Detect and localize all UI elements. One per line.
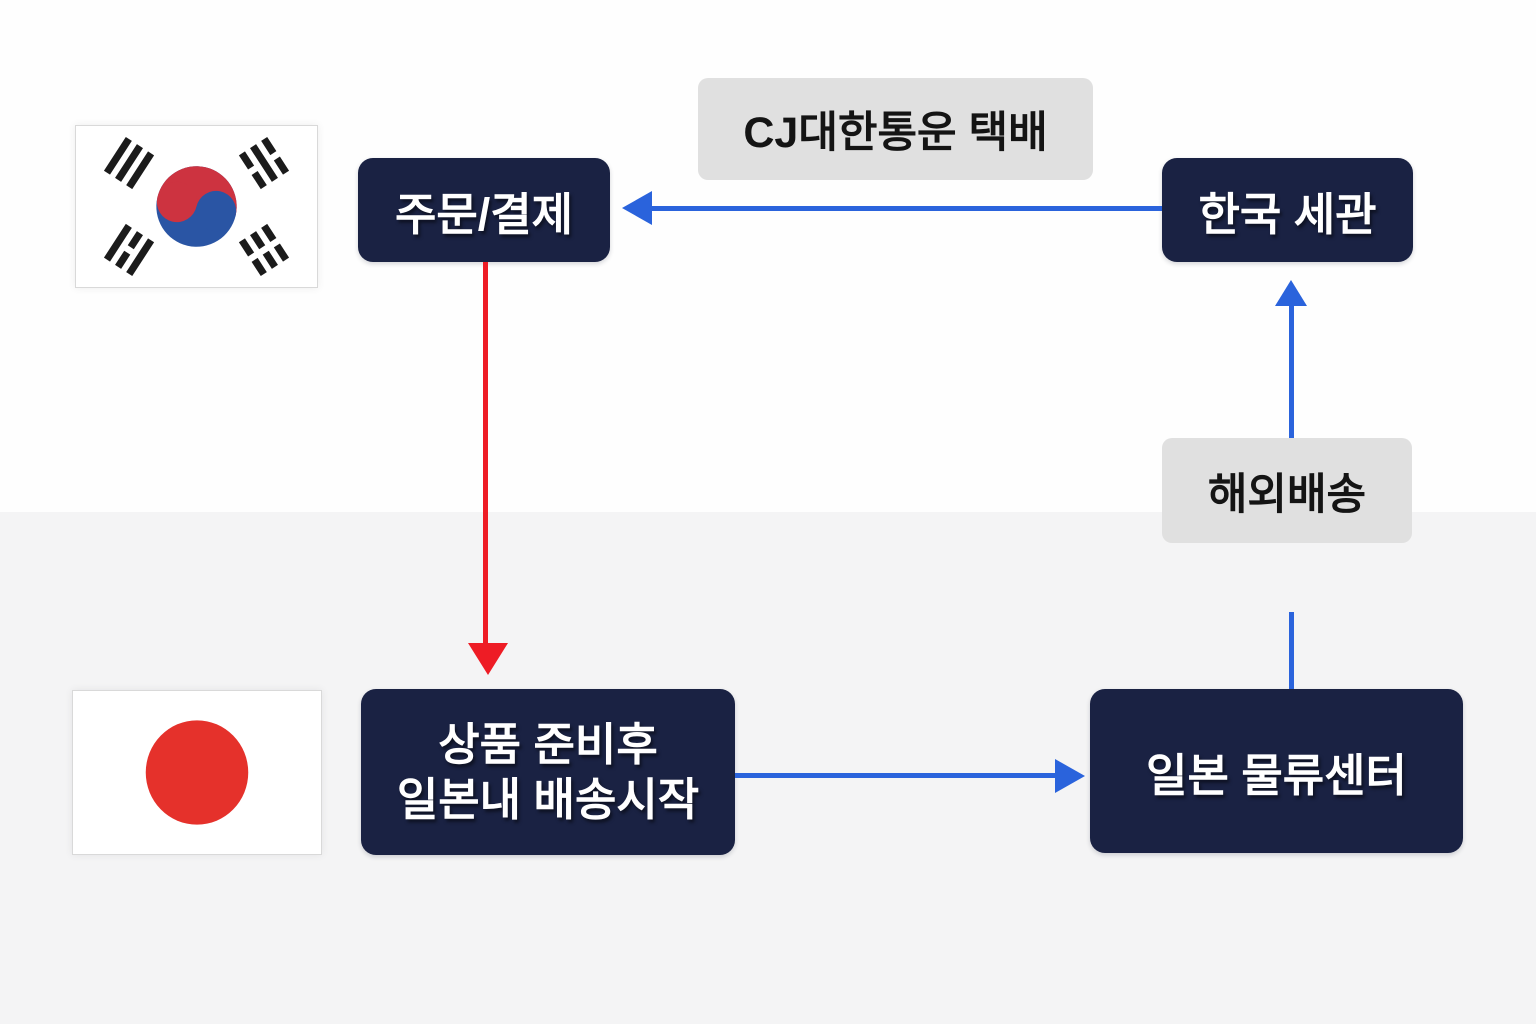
node-korea-customs-label: 한국 세관 — [1198, 188, 1377, 240]
edge-label-overseas-shipping: 해외배송 — [1162, 438, 1412, 543]
arrow-warehouse-to-customs-line-lower — [1289, 612, 1294, 689]
arrow-prepare-to-warehouse-line — [735, 773, 1057, 778]
japan-flag-icon — [72, 690, 322, 855]
trigram-geon — [103, 136, 155, 190]
arrow-customs-to-order-line — [650, 206, 1162, 211]
node-prepare-domestic-shipping: 상품 준비후 일본내 배송시작 — [361, 689, 735, 855]
trigram-gon — [238, 223, 290, 277]
node-order-payment: 주문/결제 — [358, 158, 610, 262]
node-japan-logistics-center-label: 일본 물류센터 — [1146, 749, 1407, 801]
trigram-gam — [238, 136, 290, 190]
arrow-warehouse-to-customs-line-upper — [1289, 303, 1294, 438]
node-japan-logistics-center: 일본 물류센터 — [1090, 689, 1463, 853]
arrow-prepare-to-warehouse-head — [1055, 759, 1085, 793]
node-prepare-line1: 상품 준비후 — [438, 718, 658, 770]
node-order-payment-label: 주문/결제 — [394, 188, 574, 240]
arrow-order-to-prepare-head — [468, 643, 508, 675]
arrow-customs-to-order-head — [622, 191, 652, 225]
trigram-ri — [103, 223, 155, 277]
edge-label-cj-courier: CJ대한통운 택배 — [698, 78, 1093, 180]
arrow-order-to-prepare-line — [483, 262, 488, 645]
node-prepare-line2: 일본내 배송시작 — [396, 774, 700, 825]
arrow-warehouse-to-customs-head — [1275, 280, 1307, 306]
edge-label-cj-courier-text: CJ대한통운 택배 — [743, 109, 1048, 157]
node-korea-customs: 한국 세관 — [1162, 158, 1413, 262]
south-korea-flag-icon — [75, 125, 318, 288]
edge-label-overseas-shipping-text: 해외배송 — [1207, 470, 1367, 519]
